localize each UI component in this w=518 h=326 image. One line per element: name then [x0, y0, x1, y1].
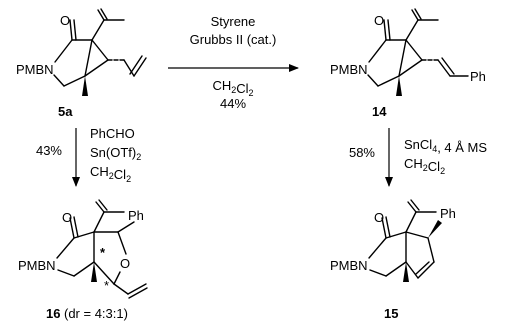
compound-16-label: 16	[46, 306, 60, 321]
left-yield: 43%	[36, 143, 62, 158]
right-reagent-sncl4: SnCl4, 4 Å MS	[404, 137, 487, 155]
compound-14-label: 14	[372, 104, 387, 119]
compound-16-ring-oxygen: O	[120, 256, 130, 271]
reaction-arrow-left: 43% PhCHO Sn(OTf)2 CH2Cl2	[36, 126, 141, 187]
compound-16-stereo-mark-1: *	[100, 245, 106, 260]
left-reagent-phcho: PhCHO	[90, 126, 135, 141]
compound-14-bonds	[367, 8, 469, 96]
reaction-arrow-right: 58% SnCl4, 4 Å MS CH2Cl2	[349, 128, 487, 187]
compound-14-phenyl: Ph	[470, 69, 486, 84]
compound-16-pmbn: PMBN	[18, 258, 56, 273]
compound-15-phenyl: Ph	[440, 206, 456, 221]
compound-5a-label: 5a	[58, 104, 73, 119]
compound-5a-oxygen: O	[60, 13, 70, 28]
top-reagent-grubbs: Grubbs II (cat.)	[190, 32, 277, 47]
reaction-arrow-top: Styrene Grubbs II (cat.) CH2Cl2 44%	[168, 14, 299, 111]
left-solvent: CH2Cl2	[90, 164, 131, 184]
compound-5a-pmbn: PMBN	[16, 62, 54, 77]
compound-16-bonds	[56, 199, 148, 299]
compound-5a: O PMBN 5a	[16, 8, 147, 119]
compound-15: O PMBN Ph 15	[330, 199, 456, 321]
top-yield: 44%	[220, 96, 246, 111]
top-reagent-styrene: Styrene	[211, 14, 256, 29]
right-yield: 58%	[349, 145, 375, 160]
left-reagent-sn-otf: Sn(OTf)2	[90, 145, 141, 162]
compound-16-phenyl: Ph	[128, 208, 144, 223]
compound-14-pmbn: PMBN	[330, 62, 368, 77]
top-solvent: CH2Cl2	[212, 78, 253, 98]
compound-15-label: 15	[384, 306, 398, 321]
right-solvent: CH2Cl2	[404, 156, 445, 176]
compound-16-oxygen: O	[62, 210, 72, 225]
compound-16: O PMBN O Ph * * 16 (dr = 4:3:1)	[18, 199, 148, 321]
compound-15-oxygen: O	[374, 210, 384, 225]
compound-15-pmbn: PMBN	[330, 258, 368, 273]
compound-15-bonds	[368, 199, 442, 282]
compound-16-dr-note: (dr = 4:3:1)	[64, 306, 128, 321]
compound-14-oxygen: O	[374, 13, 384, 28]
compound-14: O PMBN Ph 14	[330, 8, 486, 119]
compound-16-stereo-mark-2: *	[104, 278, 109, 293]
compound-5a-bonds	[53, 8, 147, 96]
